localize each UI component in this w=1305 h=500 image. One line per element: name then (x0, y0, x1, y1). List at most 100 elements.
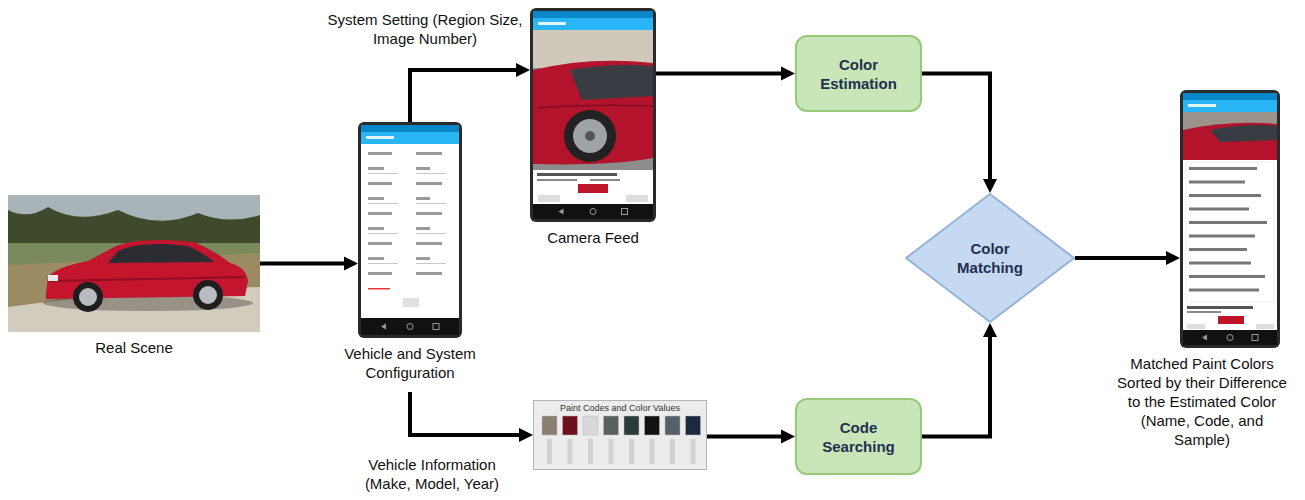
illustration-part (8, 195, 260, 221)
illustration-part (568, 439, 573, 464)
illustration-part (530, 8, 656, 222)
illustration-part (534, 401, 707, 470)
decision-diamond-shape (905, 193, 1075, 323)
illustration-part (368, 242, 392, 245)
text-holder: Code Searching (797, 400, 920, 473)
illustration-part (533, 30, 653, 170)
illustration-part (533, 11, 653, 18)
illustration-part (416, 167, 430, 170)
illustration-part (564, 110, 616, 162)
illustration-part (381, 324, 386, 330)
illustration-part (358, 122, 462, 338)
illustration-part (538, 105, 653, 108)
text-holder: Paint Codes and Color Values (533, 403, 707, 414)
illustration-part (368, 233, 398, 234)
flow-arrow (707, 435, 787, 439)
illustration-part (361, 125, 459, 132)
paint-code-image: Paint Codes and Color Values (533, 400, 707, 470)
illustration-part (1189, 181, 1245, 184)
illustration-part (368, 203, 398, 204)
process-box: Code Searching (795, 398, 922, 475)
box-label: Color Matching (940, 239, 1040, 277)
illustration-part (416, 212, 442, 215)
illustration-part (1189, 208, 1249, 211)
illustration-part (416, 152, 442, 155)
illustration-part (538, 22, 566, 25)
illustration-part (1187, 311, 1221, 313)
illustration-part (1189, 167, 1257, 170)
phone-screenshot (1180, 90, 1280, 348)
image-title: Paint Codes and Color Values (533, 403, 707, 414)
illustration-part (1256, 324, 1274, 329)
illustration-part (547, 439, 552, 464)
results-screenshot: Matched Paint Colors Sorted by their Dif… (1180, 90, 1280, 348)
illustration-part (533, 18, 653, 30)
box-label: Code Searching (814, 418, 903, 456)
illustration-part (1183, 93, 1277, 345)
illustration-part (1188, 104, 1216, 107)
illustration-part (403, 298, 419, 307)
illustration-part (361, 132, 459, 144)
illustration-part (48, 275, 58, 281)
illustration-part (537, 179, 577, 181)
text-holder: Color Matching (905, 193, 1075, 323)
illustration-part (416, 263, 446, 264)
illustration-part (1189, 221, 1267, 224)
illustration-part (1183, 304, 1277, 330)
illustration-part (650, 439, 655, 464)
illustration-part (1189, 194, 1261, 197)
flow-arrow (410, 70, 522, 122)
illustration-part (533, 61, 653, 165)
illustration-part (1183, 112, 1277, 160)
illustration-part (1183, 100, 1277, 112)
caption: Vehicle and System Configuration (322, 344, 498, 382)
illustration-part (573, 119, 607, 153)
illustration-part (1252, 335, 1258, 341)
illustration-part (1183, 123, 1277, 160)
illustration-part (583, 416, 598, 435)
illustration-part (559, 209, 564, 215)
illustration-part (1189, 275, 1265, 278)
illustration-part (416, 227, 430, 230)
illustration-part (691, 439, 696, 464)
illustration-part (1210, 125, 1277, 142)
illustration-part (670, 439, 675, 464)
illustration-part (416, 173, 446, 174)
illustration-part (366, 136, 394, 139)
edge-label: Vehicle Information (Make, Model, Year) (347, 455, 517, 493)
label-holder: System Setting (Region Size, Image Numbe… (325, 10, 525, 48)
illustration-part (686, 416, 701, 435)
illustration-part (368, 197, 384, 200)
illustration-part (416, 182, 442, 185)
illustration-part (407, 324, 413, 330)
illustration-part (368, 272, 392, 275)
illustration-part (416, 197, 430, 200)
text-holder: Vehicle and System Configuration (322, 344, 498, 382)
illustration-part (1202, 335, 1207, 341)
illustration-part (368, 167, 384, 170)
illustration-part (1189, 248, 1247, 251)
edge-label: System Setting (Region Size, Image Numbe… (325, 10, 525, 48)
illustration-part (433, 324, 439, 330)
camera-screenshot: Camera Feed (530, 8, 656, 222)
illustration-part (368, 212, 392, 215)
illustration-part (1187, 324, 1205, 329)
illustration-part (368, 173, 398, 174)
illustration-part (1187, 306, 1253, 309)
illustration-part (368, 263, 398, 264)
illustration-part (626, 195, 648, 202)
illustration-part (416, 242, 442, 245)
process-box: Color Estimation (795, 35, 922, 112)
text-holder: Real Scene (59, 338, 209, 357)
illustration-part (1189, 289, 1259, 292)
decision-diamond: Color Matching (905, 193, 1075, 323)
illustration-part (416, 203, 446, 204)
text-holder: Color Estimation (797, 37, 920, 110)
illustration-part (578, 184, 608, 193)
scene-photo: Real Scene (8, 195, 260, 332)
illustration-part (193, 280, 223, 310)
illustration-part (368, 152, 392, 155)
flow-arrow (656, 72, 787, 76)
illustration-part (1183, 93, 1277, 100)
